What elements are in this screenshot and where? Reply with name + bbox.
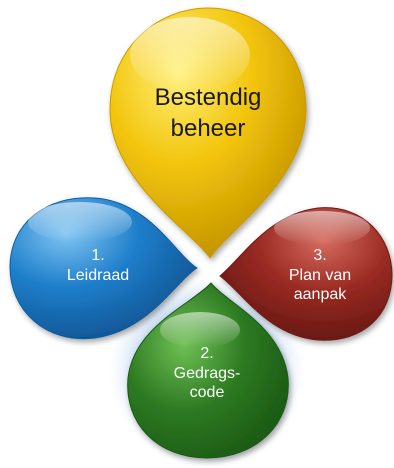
top-petal-label: Bestendig beheer bbox=[128, 82, 288, 144]
bottom-petal-label: 2. Gedrags- code bbox=[152, 344, 262, 403]
left-petal-line2: Leidraad bbox=[66, 266, 130, 284]
top-petal-line1: Bestendig bbox=[154, 84, 262, 111]
top-petal-line2: beheer bbox=[170, 115, 246, 143]
right-petal-label: 3. Plan van aanpak bbox=[265, 246, 375, 305]
top-petal bbox=[109, 7, 307, 259]
bottom-petal-line1: 2. bbox=[200, 345, 214, 362]
right-petal-line1: 3. bbox=[313, 247, 327, 264]
right-petal-line2: Plan van bbox=[288, 266, 352, 284]
bottom-petal-line3: code bbox=[189, 384, 225, 402]
right-petal bbox=[219, 207, 393, 341]
bottom-petal bbox=[127, 282, 289, 459]
right-petal-line3: aanpak bbox=[293, 286, 347, 304]
left-petal bbox=[9, 197, 198, 340]
left-petal-label: 1. Leidraad bbox=[48, 246, 148, 285]
left-petal-line1: 1. bbox=[91, 247, 105, 264]
bottom-petal-line2: Gedrags- bbox=[173, 364, 241, 382]
